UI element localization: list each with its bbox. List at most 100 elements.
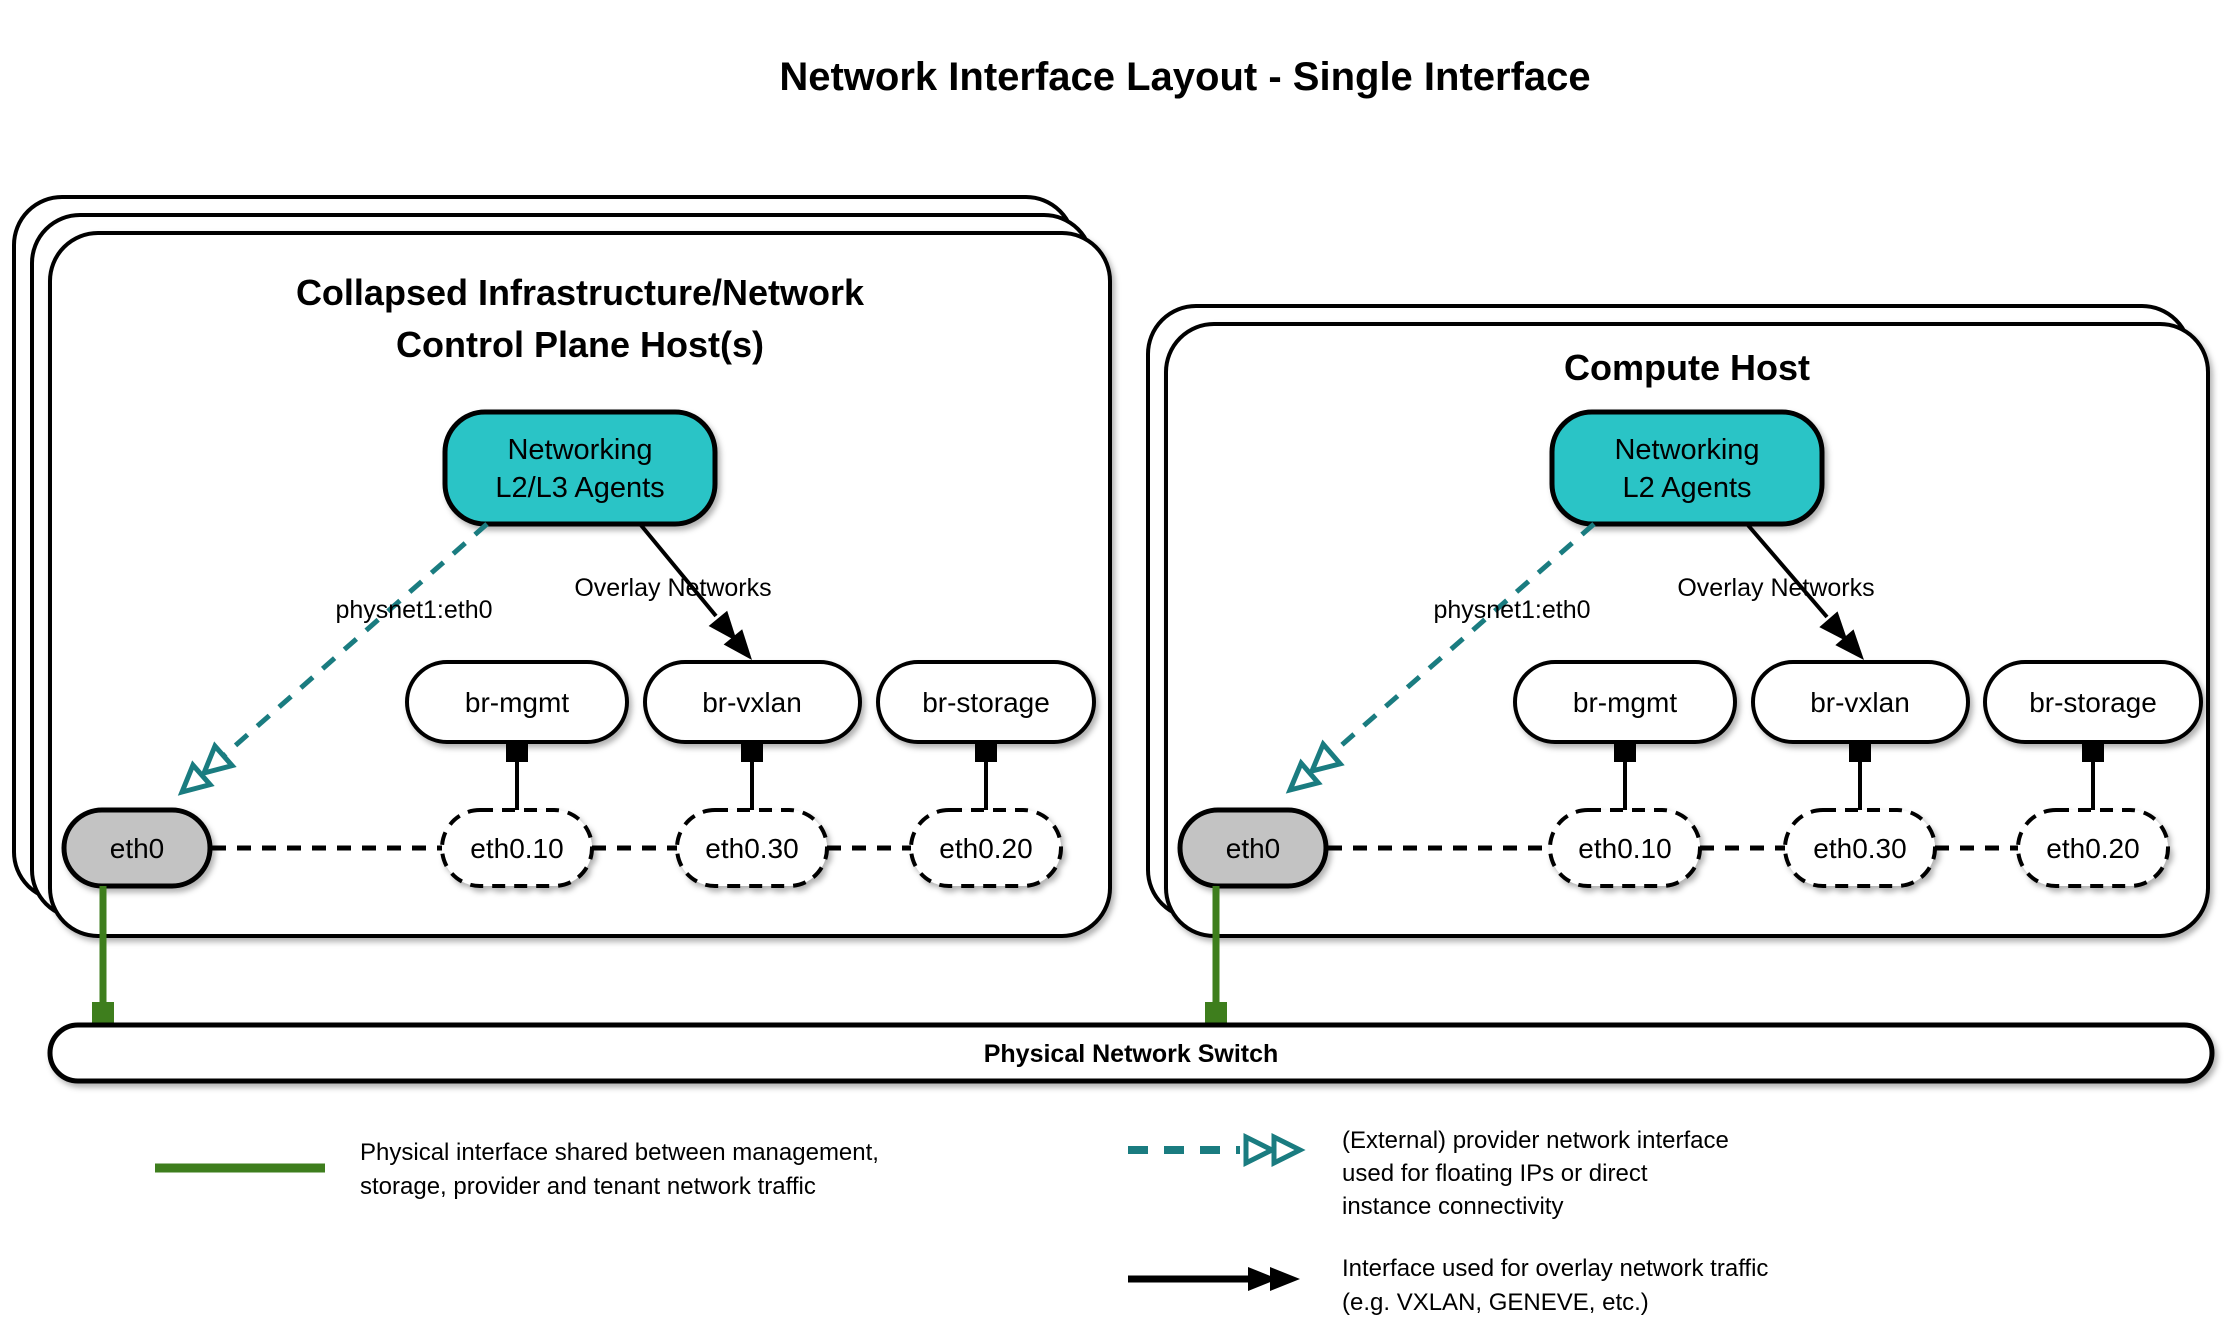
bridge-port-square xyxy=(506,740,528,762)
bridge-br-storage-left: br-storage xyxy=(876,660,1096,812)
host-group-right: Compute Host Networking L2 Agents physne… xyxy=(1146,304,2210,938)
switch-port-square xyxy=(92,1002,114,1026)
bridge-port-square xyxy=(1614,740,1636,762)
overlay-arrowhead-icon xyxy=(1819,611,1848,642)
switch-port-square xyxy=(1205,1002,1227,1026)
provider-arrowhead-icon xyxy=(199,741,237,777)
legend-provider-text2: used for floating IPs or direct xyxy=(1342,1160,1648,1187)
legend-provider-arrowhead-icon xyxy=(1243,1132,1278,1168)
physical-uplink-right xyxy=(1205,886,1227,1026)
bridge-br-storage-right: br-storage xyxy=(1983,660,2203,812)
legend-provider: (External) provider network interface us… xyxy=(1128,1127,1729,1220)
bridge-label: br-mgmt xyxy=(465,687,569,718)
legend-provider-text1: (External) provider network interface xyxy=(1342,1127,1729,1154)
provider-arrow-right-line xyxy=(1326,522,1596,759)
physical-network-switch: Physical Network Switch xyxy=(47,1022,2215,1084)
overlay-arrowhead-icon xyxy=(723,629,752,660)
host-group-left: Collapsed Infrastructure/Network Control… xyxy=(12,195,1112,938)
provider-arrow-left-line xyxy=(218,522,489,761)
overlay-label-right: Overlay Networks xyxy=(1677,574,1874,602)
vlan-node-eth0-20-left: eth0.20 xyxy=(909,808,1063,888)
provider-arrow-right: physnet1:eth0 xyxy=(1285,522,1596,794)
eth0-pill xyxy=(61,807,213,889)
provider-arrow-left: physnet1:eth0 xyxy=(177,522,493,796)
host-right-title: Compute Host xyxy=(1564,347,1810,388)
agent-node-left: Networking L2/L3 Agents xyxy=(442,409,718,527)
host-left-title-line1: Collapsed Infrastructure/Network xyxy=(296,272,865,313)
bridge-br-mgmt-left: br-mgmt xyxy=(405,660,629,812)
host-left-box xyxy=(48,231,1112,938)
overlay-arrowhead-icon xyxy=(1835,629,1864,660)
vlan-label: eth0.30 xyxy=(705,833,798,864)
vlan-label: eth0.30 xyxy=(1813,833,1906,864)
bridge-port-square xyxy=(975,740,997,762)
eth0-label: eth0 xyxy=(1226,833,1281,864)
vlan-pill xyxy=(2016,808,2170,888)
overlay-arrow-left: Overlay Networks xyxy=(574,522,772,660)
legend-overlay-arrowhead-icon xyxy=(1248,1267,1278,1291)
overlay-arrowhead-icon xyxy=(708,610,737,642)
legend-overlay-arrowhead-icon xyxy=(1270,1267,1300,1291)
vlan-pill xyxy=(440,808,594,888)
eth0-node-right: eth0 xyxy=(1177,807,1329,889)
bridge-br-vxlan-left: br-vxlan xyxy=(643,660,862,812)
vlan-pill xyxy=(1548,808,1702,888)
switch-label: Physical Network Switch xyxy=(984,1040,1279,1068)
agent-box-left xyxy=(442,409,718,527)
bridge-label: br-mgmt xyxy=(1573,687,1677,718)
physical-uplink-left xyxy=(92,886,114,1026)
vlan-pill xyxy=(1783,808,1937,888)
vlan-node-eth0-10-right: eth0.10 xyxy=(1548,808,1702,888)
legend-provider-arrowhead-icon xyxy=(1271,1132,1306,1168)
bridge-br-vxlan-right: br-vxlan xyxy=(1751,660,1970,812)
host-left-title-line2: Control Plane Host(s) xyxy=(396,324,764,365)
agent-right-line1: Networking xyxy=(1614,434,1759,466)
provider-label-right: physnet1:eth0 xyxy=(1433,596,1590,624)
overlay-arrow-right: Overlay Networks xyxy=(1677,522,1875,660)
vlan-node-eth0-20-right: eth0.20 xyxy=(2016,808,2170,888)
legend-overlay-text2: (e.g. VXLAN, GENEVE, etc.) xyxy=(1342,1289,1649,1316)
bridge-label: br-vxlan xyxy=(1810,687,1910,718)
provider-label-left: physnet1:eth0 xyxy=(335,596,492,624)
host-right-box xyxy=(1164,322,2210,938)
bridge-port-square xyxy=(1849,740,1871,762)
provider-arrowhead-icon xyxy=(1307,739,1345,775)
legend-physical: Physical interface shared between manage… xyxy=(155,1139,879,1200)
bridge-label: br-storage xyxy=(922,687,1050,718)
overlay-arrow-left-line xyxy=(638,522,718,618)
bridge-port-square xyxy=(741,740,763,762)
vlan-label: eth0.10 xyxy=(470,833,563,864)
eth0-node-left: eth0 xyxy=(61,807,213,889)
bridge-label: br-storage xyxy=(2029,687,2157,718)
legend-physical-text2: storage, provider and tenant network tra… xyxy=(360,1173,816,1200)
provider-arrowhead-icon xyxy=(1285,758,1323,794)
eth0-pill xyxy=(1177,807,1329,889)
agent-node-right: Networking L2 Agents xyxy=(1549,409,1825,527)
agent-box-right xyxy=(1549,409,1825,527)
bridge-port-square xyxy=(2082,740,2104,762)
bridge-br-mgmt-right: br-mgmt xyxy=(1513,660,1737,812)
vlan-node-eth0-30-left: eth0.30 xyxy=(675,808,829,888)
switch-bar xyxy=(47,1022,2215,1084)
agent-left-line1: Networking xyxy=(507,434,652,466)
agent-left-line2: L2/L3 Agents xyxy=(495,472,664,504)
legend-physical-text1: Physical interface shared between manage… xyxy=(360,1139,879,1166)
vlan-node-eth0-30-right: eth0.30 xyxy=(1783,808,1937,888)
vlan-label: eth0.20 xyxy=(939,833,1032,864)
vlan-pill xyxy=(909,808,1063,888)
vlan-node-eth0-10-left: eth0.10 xyxy=(440,808,594,888)
vlan-label: eth0.10 xyxy=(1578,833,1671,864)
vlan-pill xyxy=(675,808,829,888)
legend: Physical interface shared between manage… xyxy=(155,1127,1768,1316)
vlan-label: eth0.20 xyxy=(2046,833,2139,864)
overlay-arrow-right-line xyxy=(1745,522,1829,619)
provider-arrowhead-icon xyxy=(177,760,215,796)
legend-provider-text3: instance connectivity xyxy=(1342,1193,1563,1220)
overlay-label-left: Overlay Networks xyxy=(574,574,771,602)
legend-overlay: Interface used for overlay network traff… xyxy=(1128,1255,1768,1316)
bridge-label: br-vxlan xyxy=(702,687,802,718)
agent-right-line2: L2 Agents xyxy=(1623,472,1752,504)
diagram-title: Network Interface Layout - Single Interf… xyxy=(779,55,1590,99)
eth0-label: eth0 xyxy=(110,833,165,864)
